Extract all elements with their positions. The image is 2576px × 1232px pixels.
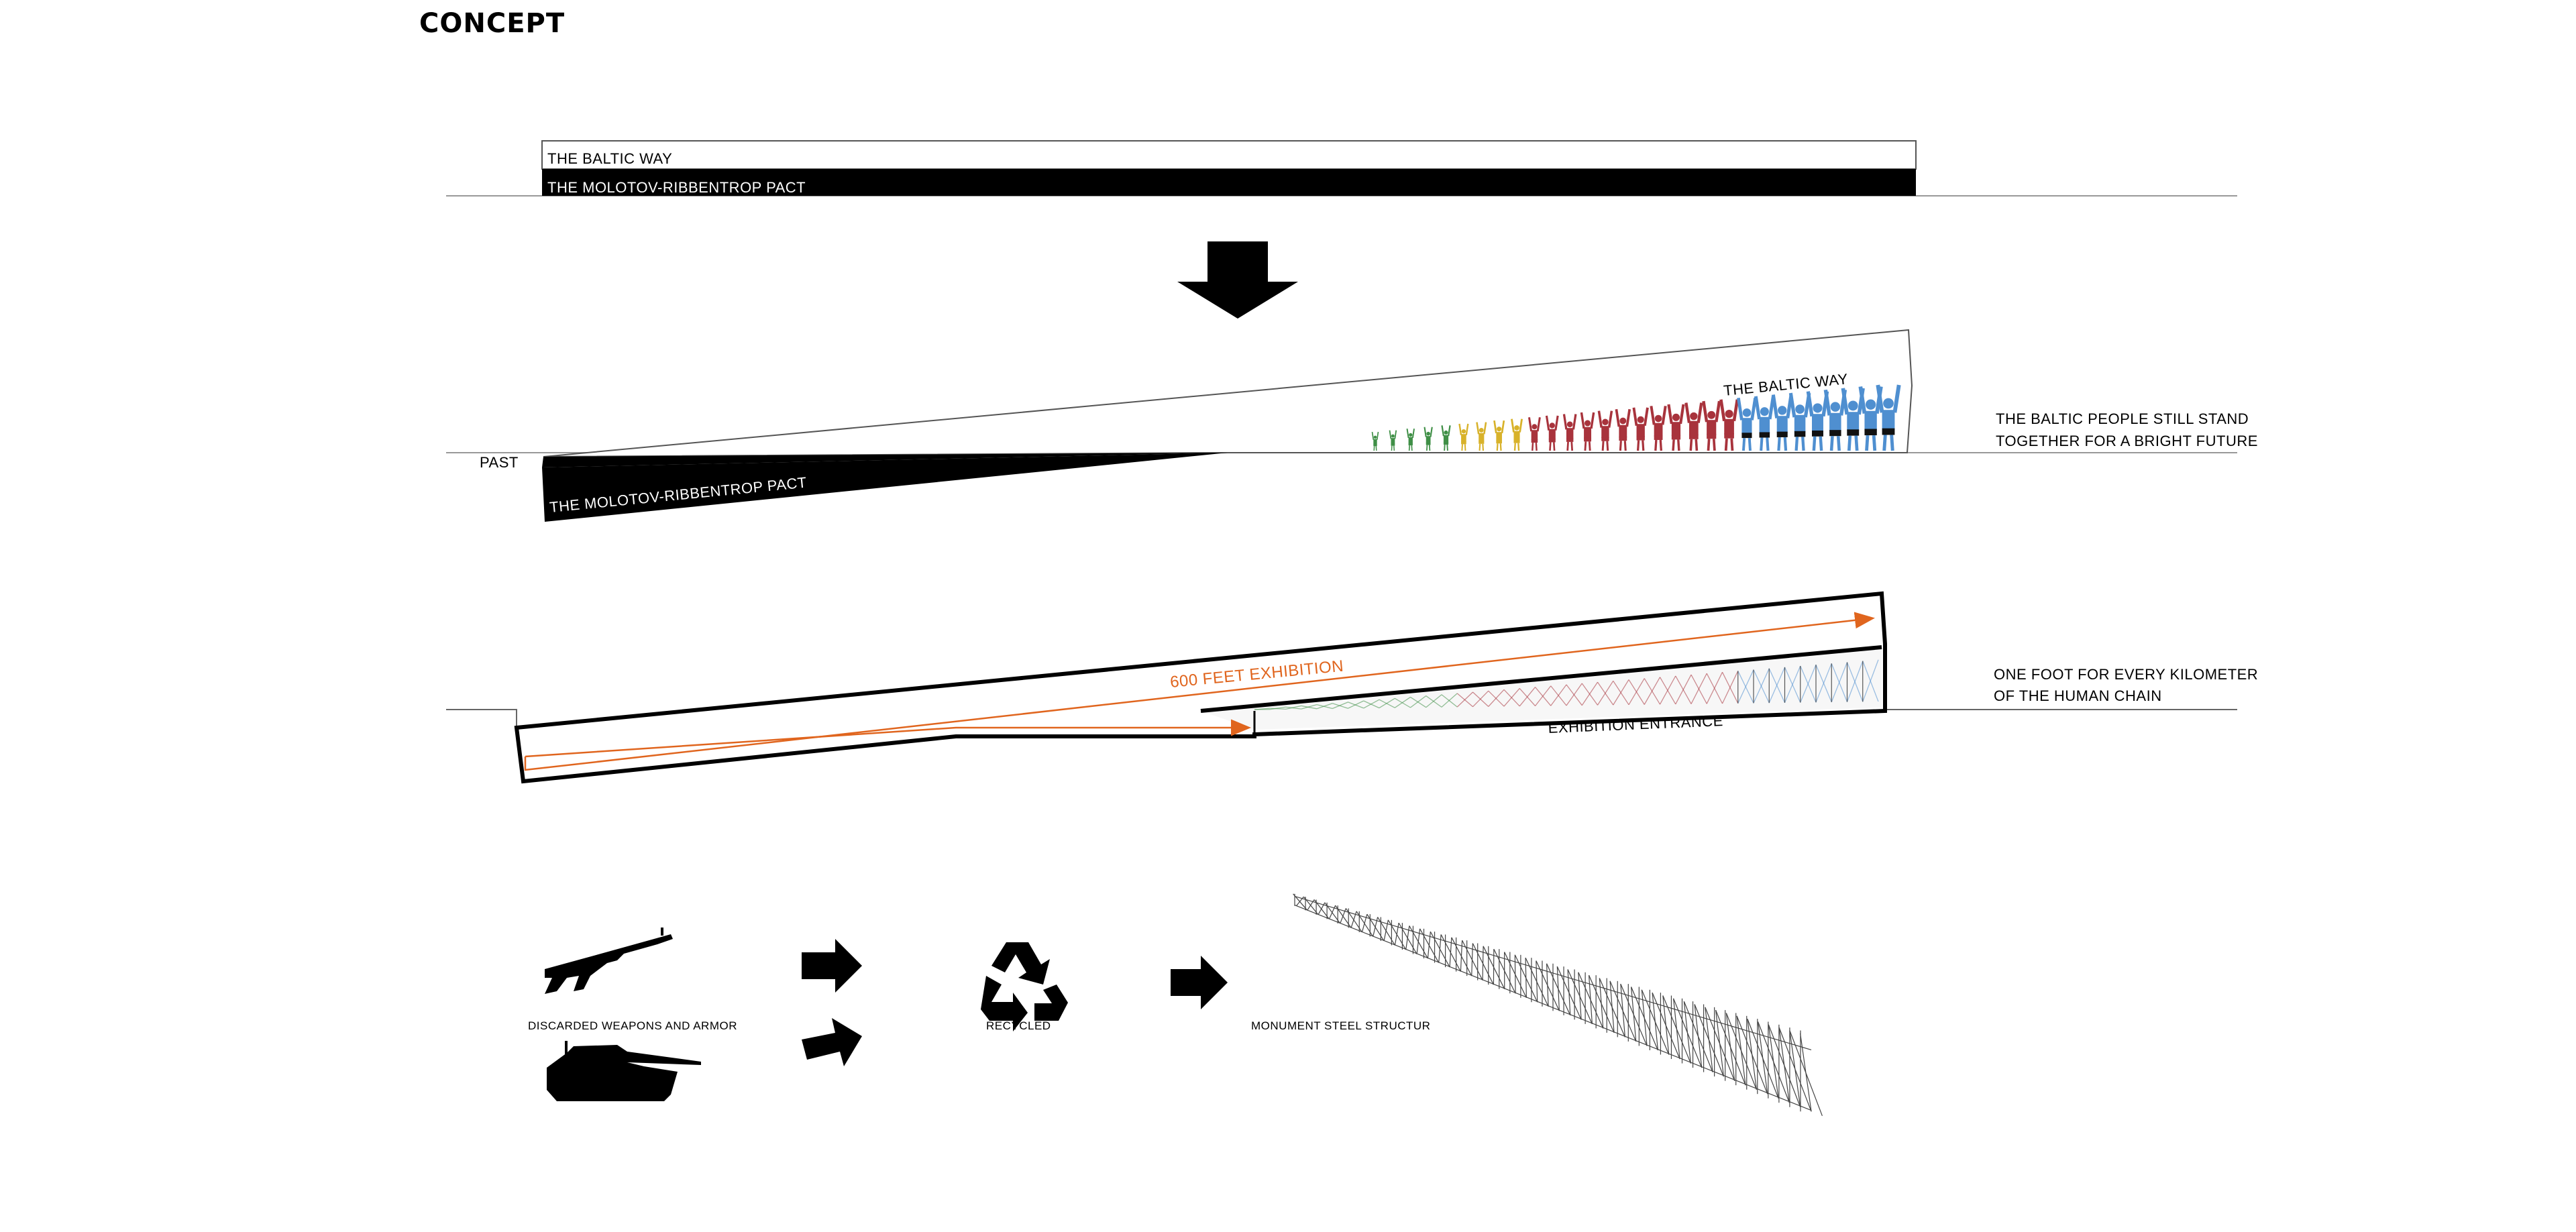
person-figure [1737,397,1757,451]
molotov-pact-bar-label: THE MOLOTOV-RIBBENTROP PACT [547,179,806,196]
stage-3: 600 FEET EXHIBITION EXHIBITION ENTRANCE … [446,591,2258,784]
person-figure [1511,418,1523,451]
structure-label: MONUMENT STEEL STRUCTUR [1251,1019,1430,1032]
molotov-pact-bar [542,169,1916,196]
person-figure [1876,384,1901,451]
person-figure [1562,414,1577,451]
person-figure [1597,410,1613,451]
human-chain-figures [1371,384,1901,451]
stage-2: PAST THE MOLOTOV-RIBBENTROP PACT THE BAL… [446,329,2258,522]
baltic-way-tilted-bar [543,329,1913,457]
weapons-label: DISCARDED WEAPONS AND ARMOR [528,1019,737,1032]
steel-structure-icon [1293,893,1823,1117]
person-figure [1493,420,1505,451]
arrow-right-icon-diagonal [802,1018,862,1066]
exhibition-interior [1201,647,1882,730]
monument-truss-section [1254,659,1879,710]
person-figure [1458,423,1469,451]
page-title: CONCEPT [419,8,566,39]
person-figure [1841,388,1865,451]
ground-step [513,709,517,728]
person-figure [1545,415,1559,451]
person-figure [1476,422,1487,451]
one-foot-note-line-2: OF THE HUMAN CHAIN [1994,687,2162,704]
recycle-icon [981,942,1068,1031]
person-figure [1371,431,1379,451]
person-figure [1667,404,1685,451]
person-figure [1771,394,1793,451]
inner-slab [1200,645,1882,713]
person-figure [1719,399,1739,451]
person-figure [1580,412,1595,451]
recycled-label: RECYCLED [986,1019,1051,1032]
person-figure [1806,391,1829,451]
molotov-pact-tilted-wedge [542,453,1228,522]
stage-4: DISCARDED WEAPONS AND ARMOR RECYCLED MON… [528,893,1823,1117]
pact-wedge-top [542,453,1228,467]
exhibition-path-lower [525,719,1251,758]
stand-together-note-line-1: THE BALTIC PEOPLE STILL STAND [1996,410,2249,427]
person-figure [1702,400,1721,451]
arrow-right-icon [802,939,862,993]
past-label: PAST [480,454,519,471]
stand-together-note-line-2: TOGETHER FOR A BRIGHT FUTURE [1996,433,2258,449]
person-figure [1527,417,1541,451]
person-figure [1441,425,1451,451]
person-figure [1406,429,1415,451]
exhibition-path-upper [524,612,1875,771]
person-figure [1650,406,1667,451]
rifle-icon [545,928,673,994]
arrow-right-icon-2 [1171,956,1228,1009]
stage-1-bars: THE BALTIC WAY THE MOLOTOV-RIBBENTROP PA… [446,140,2237,197]
tank-icon [547,1041,701,1101]
person-figure [1389,430,1397,451]
person-figure [1615,408,1631,451]
person-figure [1684,402,1703,451]
baltic-way-bar [541,140,1917,170]
person-figure [1424,427,1433,451]
arrow-down-icon [1177,241,1298,319]
person-figure [1632,407,1649,451]
baltic-way-bar-label: THE BALTIC WAY [547,150,672,167]
one-foot-note-line-1: ONE FOOT FOR EVERY KILOMETER [1994,666,2258,683]
